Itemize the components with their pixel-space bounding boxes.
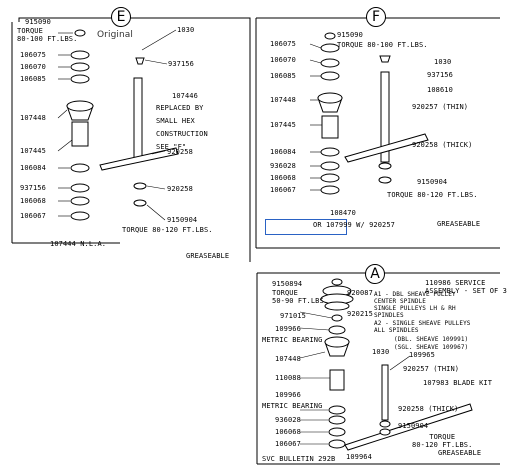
part-label: 9150904 [417,178,448,186]
torque-label: TORQUE 80-120 FT.LBS. [122,226,213,234]
part-label: 1030 [434,58,452,66]
part-label: 920258 [167,185,193,193]
part-label: 106070 [20,63,46,71]
part-label: 107448 [20,114,46,122]
sheave-note: (DBL. SHEAVE 109991) (SGL. SHEAVE 109967… [394,336,469,351]
part-label: 915090 [337,31,363,39]
part-label: 106085 [270,72,296,80]
part-label: 106075 [270,40,296,48]
torque-label: TORQUE 50-90 FT.LBS. [272,289,329,305]
part-label: 106068 [20,197,46,205]
part-label: 937156 [168,60,194,68]
part-label: 109964 [346,453,372,461]
part-label: 920215 [347,310,373,318]
service-bulletin-label: SVC BULLETIN 292B [262,455,336,463]
part-label: 936028 [275,416,301,424]
part-label: 109965 [409,351,435,359]
part-label: 920087 [347,289,373,297]
section-f-marker: F [366,7,386,27]
part-label: 920257 (THIN) [403,365,460,373]
metric-bearing-label: METRIC BEARING [262,336,323,344]
part-label: 1030 [177,26,195,34]
service-assembly-title: 110986 SERVICE ASSEMBLY - SET OF 3 [425,279,507,295]
part-label: 937156 [427,71,453,79]
a1-note: A1 - DBL SHEAVE PULLEY CENTER SPINDLE SI… [374,291,456,319]
greaseable-label: GREASEABLE [186,252,230,260]
part-label: 9150904 [167,216,198,224]
greaseable-label: GREASEABLE [437,220,481,228]
part-label: 920258 (THICK) [398,405,459,413]
blade-kit-label: 107983 BLADE KIT [423,379,493,387]
part-label: 107445 [270,121,296,129]
part-label: 920257 (THIN) [412,103,469,111]
part-label: 937156 [20,184,46,192]
torque-label: TORQUE 80-100 FT.LBS. [337,41,428,49]
part-label: 915090 [25,18,51,26]
part-label: 108470 [330,209,356,217]
part-label: 920258 (THICK) [412,141,473,149]
part-label: 106068 [270,174,296,182]
part-label: 106085 [20,75,46,83]
part-label: 1030 [372,348,390,356]
a2-note: A2 - SINGLE SHEAVE PULLEYS ALL SPINDLES [374,320,471,334]
part-label: 109966 [275,391,301,399]
part-label: 110088 [275,374,301,382]
part-label: 107448 [270,96,296,104]
torque-label: TORQUE 80-100 FT.LBS. [17,27,78,43]
part-label: 971015 [280,312,306,320]
part-label: 920258 [167,148,193,156]
torque-label: TORQUE 80-120 FT.LBS. [387,191,478,199]
nla-label: 107444 N.L.A. [50,240,107,248]
section-a-marker: A [365,264,385,284]
part-label: 106084 [20,164,46,172]
greaseable-label: GREASEABLE [438,449,482,457]
part-label: 106084 [270,148,296,156]
part-label: 106075 [20,51,46,59]
replaced-note: REPLACED BY SMALL HEX CONSTRUCTION SEE "… [156,104,208,151]
original-note: Original [97,30,134,40]
metric-bearing-label: METRIC BEARING [262,402,323,410]
part-label: 106067 [20,212,46,220]
part-label: 109966 [275,325,301,333]
part-label: 107448 [275,355,301,363]
part-label: 107446 [172,92,198,100]
part-label: 108610 [427,86,453,94]
part-label: 106068 [275,428,301,436]
torque-label: TORQUE 80-120 FT.LBS. [412,433,473,449]
part-label: 107445 [20,147,46,155]
section-e-marker: E [111,7,131,27]
part-label: 106070 [270,56,296,64]
part-label: 936028 [270,162,296,170]
alternate-note: OR 107999 W/ 920257 [313,221,395,229]
part-label: 9150894 [272,280,303,288]
part-label: 106067 [270,186,296,194]
part-label: 106067 [275,440,301,448]
part-label: 9150904 [398,422,429,430]
highlight-box [265,219,347,235]
